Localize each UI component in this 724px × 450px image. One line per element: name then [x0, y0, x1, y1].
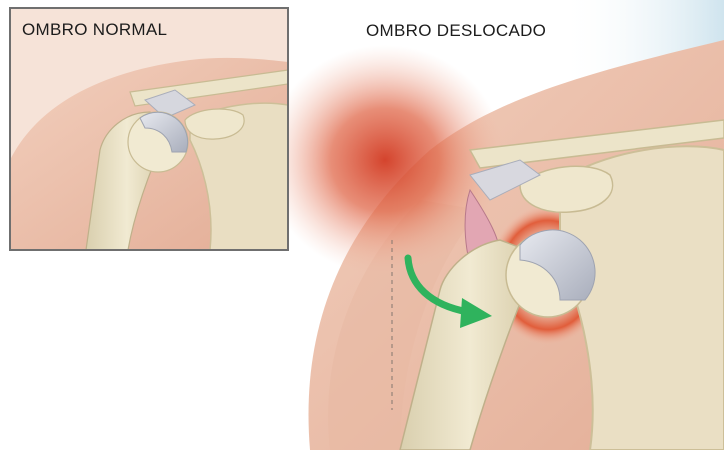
dislocated-shoulder-figure [265, 0, 724, 450]
dislocated-shoulder-label: OMBRO DESLOCADO [366, 21, 546, 41]
normal-shoulder-inset [10, 8, 288, 250]
normal-shoulder-label: OMBRO NORMAL [22, 20, 167, 40]
